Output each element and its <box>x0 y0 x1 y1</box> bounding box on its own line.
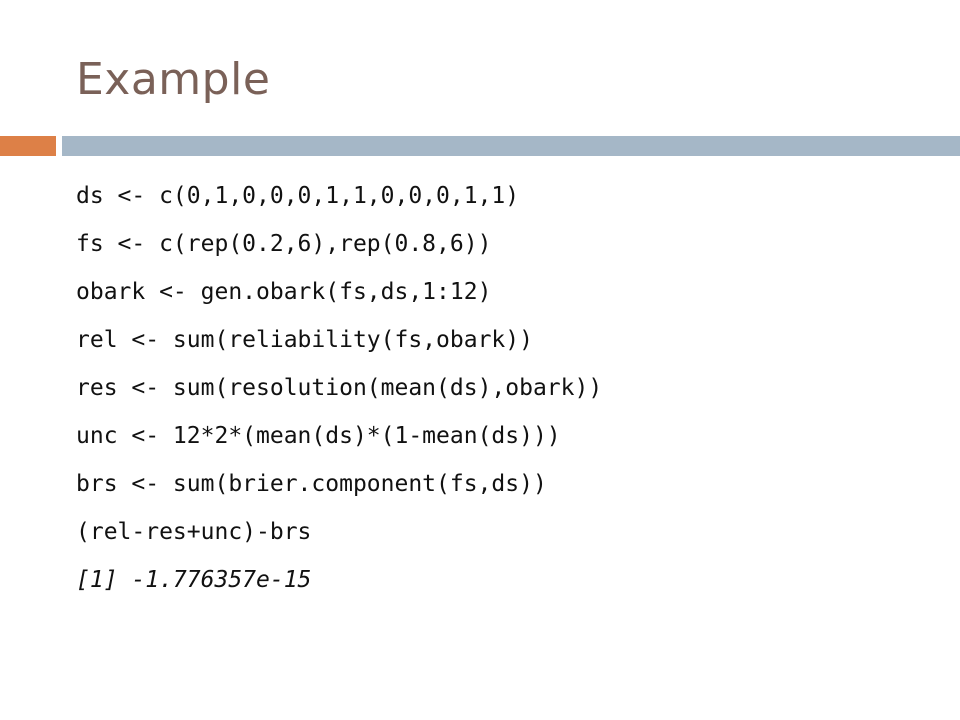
code-line: res <- sum(resolution(mean(ds),obark)) <box>76 375 603 401</box>
code-line: unc <- 12*2*(mean(ds)*(1-mean(ds))) <box>76 423 561 449</box>
title-divider-bar <box>62 136 960 156</box>
code-line: ds <- c(0,1,0,0,0,1,1,0,0,0,1,1) <box>76 183 520 209</box>
code-line: obark <- gen.obark(fs,ds,1:12) <box>76 279 492 305</box>
code-line: rel <- sum(reliability(fs,obark)) <box>76 327 533 353</box>
title-accent-bar <box>0 136 56 156</box>
code-line: (rel-res+unc)-brs <box>76 519 312 545</box>
slide-title: Example <box>76 54 271 105</box>
code-line: brs <- sum(brier.component(fs,ds)) <box>76 471 547 497</box>
code-line: fs <- c(rep(0.2,6),rep(0.8,6)) <box>76 231 492 257</box>
code-block: ds <- c(0,1,0,0,0,1,1,0,0,0,1,1) fs <- c… <box>76 172 602 604</box>
code-output-line: [1] -1.776357e-15 <box>76 567 312 593</box>
